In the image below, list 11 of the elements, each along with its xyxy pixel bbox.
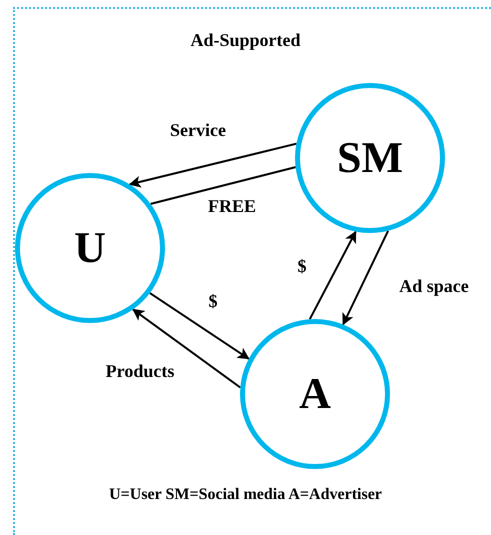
arrow: [128, 142, 297, 188]
diagram-title: Ad-Supported: [190, 30, 301, 51]
diagram-caption: U=User SM=Social media A=Advertiser: [109, 486, 382, 504]
circle-node: A: [240, 319, 390, 469]
circle-node: U: [15, 173, 165, 323]
arrow: [308, 230, 357, 320]
connector-line: [150, 166, 296, 205]
arrow: [342, 230, 389, 326]
edge-label: Ad space: [398, 277, 470, 297]
circle-node: SM: [295, 83, 445, 233]
arrow: [149, 292, 250, 360]
